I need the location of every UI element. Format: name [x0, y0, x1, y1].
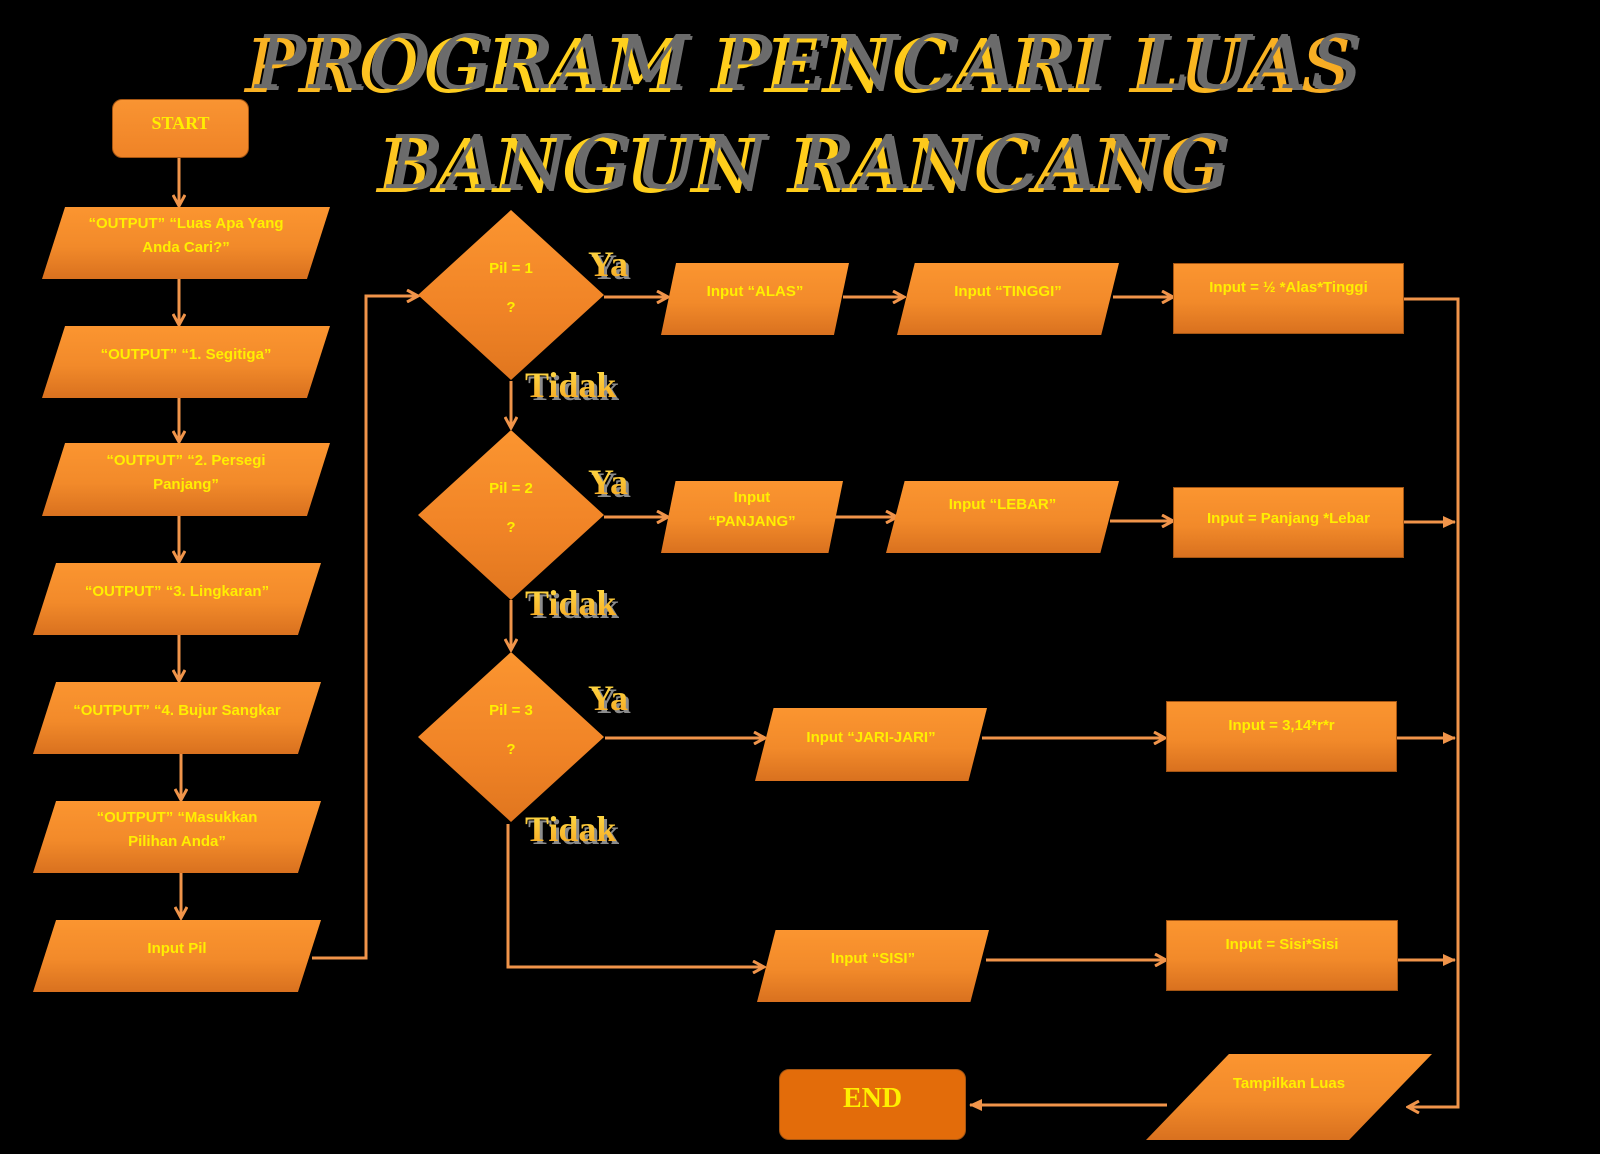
step-text: “OUTPUT” “Masukkan	[96, 809, 258, 826]
step-text: “OUTPUT” “2. Persegi	[106, 451, 266, 469]
input-sisi: Input “SISI”	[757, 930, 989, 1002]
step-text: Input Pil	[147, 940, 207, 957]
end-label: END	[842, 1083, 903, 1115]
step-text: “OUTPUT” “1. Segitiga”	[100, 346, 272, 363]
input-tinggi: Input “TINGGI”	[897, 263, 1119, 335]
step-text: Input = 3,14*r*r	[1228, 716, 1335, 734]
decision-condition: Pil = 2	[489, 480, 533, 497]
decision-question: ?	[506, 299, 516, 316]
input-panjang: Input “PANJANG”	[661, 481, 843, 553]
step-text: Input = Sisi*Sisi	[1225, 935, 1339, 953]
step-text: Input “LEBAR”	[948, 496, 1057, 513]
end-terminal: END	[779, 1069, 966, 1140]
step-text: Anda Cari?”	[142, 239, 230, 256]
step-text: Input “ALAS”	[706, 283, 804, 300]
process-luas-segitiga: Input = ½ *Alas*Tinggi	[1173, 263, 1404, 334]
output-lingkaran: “OUTPUT” “3. Lingkaran”	[33, 563, 321, 635]
input-lebar: Input “LEBAR”	[886, 481, 1119, 553]
start-terminal: START	[112, 99, 249, 158]
step-text: “PANJANG”	[708, 513, 796, 530]
step-text: Pilihan Anda”	[128, 833, 226, 850]
input-pil: Input Pil	[33, 920, 321, 992]
step-text: Input	[733, 489, 771, 506]
output-segitiga: “OUTPUT” “1. Segitiga”	[42, 326, 330, 398]
step-text: “OUTPUT” “3. Lingkaran”	[84, 583, 270, 600]
decision-condition: Pil = 3	[489, 702, 533, 719]
process-luas-lingkaran: Input = 3,14*r*r	[1166, 701, 1397, 772]
step-text: Input “SISI”	[830, 950, 916, 967]
step-text: Panjang”	[153, 475, 219, 493]
step-text: Input = ½ *Alas*Tinggi	[1209, 278, 1368, 296]
step-text: “OUTPUT” “4. Bujur Sangkar	[73, 702, 281, 719]
decision-condition: Pil = 1	[489, 260, 533, 277]
title-line1: PROGRAM PENCARI LUAS	[0, 24, 1600, 110]
no-label-2: Tidak	[525, 583, 617, 623]
step-text: Input “TINGGI”	[954, 283, 1062, 300]
step-text: Input = Panjang *Lebar	[1207, 509, 1370, 527]
process-luas-bujur-sangkar: Input = Sisi*Sisi	[1166, 920, 1398, 991]
process-luas-persegi-panjang: Input = Panjang *Lebar	[1173, 487, 1404, 558]
input-jari-jari: Input “JARI-JARI”	[755, 708, 987, 781]
output-bujur-sangkar: “OUTPUT” “4. Bujur Sangkar	[33, 682, 321, 754]
step-text: Tampilkan Luas	[1232, 1075, 1346, 1092]
input-alas: Input “ALAS”	[661, 263, 849, 335]
decision-question: ?	[506, 519, 516, 536]
title-line2: BANGUN RANCANG	[0, 124, 1600, 210]
title-line2-shadow: BANGUN RANCANG	[12, 122, 1600, 208]
decision-question: ?	[506, 741, 516, 758]
step-text: “OUTPUT” “Luas Apa Yang	[88, 215, 284, 232]
yes-label-3: Ya	[588, 678, 629, 718]
title-line1-shadow: PROGRAM PENCARI LUAS	[12, 22, 1600, 108]
yes-label-2: Ya	[588, 462, 629, 502]
no-label-1: Tidak	[525, 365, 617, 405]
start-label: START	[151, 113, 210, 134]
no-label-3: Tidak	[525, 809, 617, 849]
step-text: Input “JARI-JARI”	[806, 728, 936, 746]
yes-label-1: Ya	[588, 244, 629, 284]
